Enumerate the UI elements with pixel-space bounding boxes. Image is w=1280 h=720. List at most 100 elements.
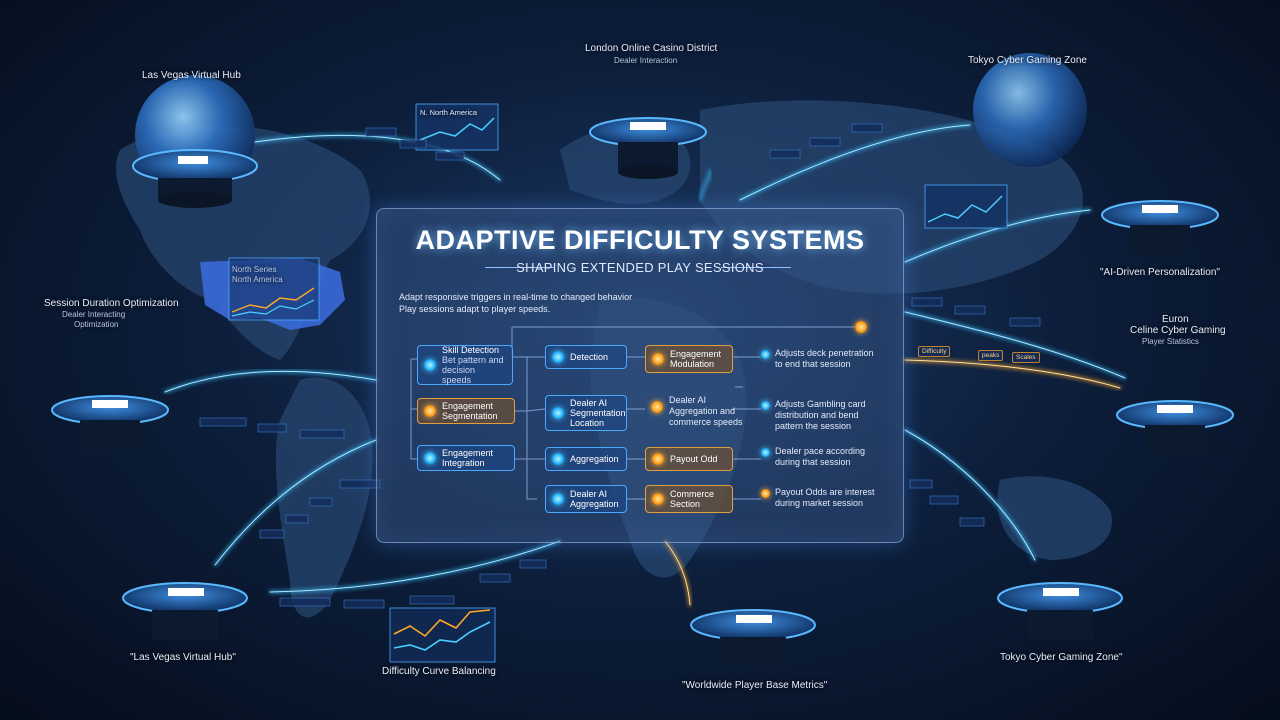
table-tokyo-top — [1101, 200, 1219, 255]
node-aggregation-text: Aggregation — [570, 454, 619, 464]
note-dot-icon — [761, 448, 770, 457]
node-aggregation: Aggregation — [545, 447, 627, 471]
tag-scales: Scales — [1012, 352, 1040, 363]
node-dot-icon — [552, 493, 564, 505]
text-line-0: Dealer pace according — [775, 446, 866, 456]
text-line-0: Dealer AI — [669, 395, 707, 405]
flow-end-node-icon — [855, 321, 867, 333]
node-dot-icon — [552, 407, 564, 419]
text-line-2: pattern the session — [775, 421, 852, 431]
node-dot-icon — [424, 359, 436, 371]
node-dot-icon — [424, 452, 436, 464]
text-line-0: Dealer AI — [570, 398, 608, 408]
text-line-1: during that session — [775, 457, 851, 467]
node-eng-int-line2: Integration — [442, 458, 485, 468]
center-panel: ADAPTIVE DIFFICULTY SYSTEMS SHAPING EXTE… — [376, 208, 904, 543]
text-line-1: Segmentation — [570, 408, 626, 418]
table-session — [51, 395, 169, 450]
node-dot-icon — [552, 453, 564, 465]
panel-description: Adapt responsive triggers in real-time t… — [399, 291, 699, 315]
map-label-usa-2: North America — [232, 275, 283, 284]
table-euro — [1116, 400, 1234, 455]
node-dot-icon — [651, 401, 663, 413]
table-las-vegas-bottom — [122, 582, 248, 640]
node-skill-line1: Skill Detection — [442, 345, 500, 355]
text-line-1: Section — [670, 499, 701, 509]
text-line-0: Engagement — [670, 349, 722, 359]
text-line-0: Payout Odd — [670, 454, 718, 464]
tag-peaks: peaks — [978, 350, 1004, 361]
description-line-1: Adapt responsive triggers in real-time t… — [399, 292, 633, 302]
node-eng-int-line1: Engagement — [442, 448, 494, 458]
subtitle-line-right — [721, 267, 791, 268]
table-las-vegas-top — [132, 149, 258, 208]
note-dot-icon — [761, 489, 770, 498]
node-dot-icon — [652, 453, 664, 465]
label-london-sub: Dealer Interaction — [614, 56, 678, 65]
table-tokyo-bottom — [997, 582, 1123, 640]
note-dot-icon — [761, 350, 770, 359]
panel-subtitle: SHAPING EXTENDED PLAY SESSIONS — [516, 260, 764, 275]
tag-difficulty: Difficulty — [918, 346, 951, 357]
label-tokyo-bottom: Tokyo Cyber Gaming Zone" — [1000, 652, 1123, 663]
label-tokyo-top: Tokyo Cyber Gaming Zone — [968, 55, 1087, 66]
note-dot-icon — [761, 401, 770, 410]
text-line-1: during market session — [775, 498, 864, 508]
text-line-0: Commerce — [670, 489, 715, 499]
node-dot-icon — [424, 405, 436, 417]
text-line-0: Adjusts Gambling card — [775, 399, 866, 409]
node-skill-line2: Bet pattern and — [442, 355, 504, 365]
text-line-0: Detection — [570, 352, 609, 362]
text-line-1: Aggregation and — [669, 406, 736, 416]
node-dot-icon — [552, 351, 564, 363]
node-detection: Detection — [545, 345, 627, 369]
node-skill-detection: Skill Detection Bet pattern and decision… — [417, 345, 513, 385]
text-line-2: Location — [570, 418, 605, 428]
text-line-0: Adjusts deck penetration — [775, 348, 874, 358]
flow-connectors — [410, 326, 855, 500]
label-las-vegas-bottom: "Las Vegas Virtual Hub" — [130, 652, 236, 663]
node-engagement-segmentation: Engagement Segmentation — [417, 398, 515, 424]
panel-title: ADAPTIVE DIFFICULTY SYSTEMS — [415, 225, 865, 255]
node-engagement-integration: Engagement Integration — [417, 445, 515, 471]
label-session: Session Duration Optimization — [44, 298, 179, 309]
description-line-2: Play sessions adapt to player speeds. — [399, 304, 551, 314]
subtitle-line-left — [485, 267, 555, 268]
label-session-sub1: Dealer Interacting — [62, 310, 126, 319]
label-las-vegas-top: Las Vegas Virtual Hub — [142, 70, 241, 81]
label-euro-3: Player Statistics — [1142, 337, 1199, 346]
map-label-north-america: N. North America — [420, 108, 478, 117]
text-line-1: Modulation — [670, 359, 715, 369]
label-difficulty-curve: Difficulty Curve Balancing — [382, 666, 496, 677]
node-detection-text: Detection — [570, 352, 608, 362]
label-london: London Online Casino District — [585, 43, 718, 54]
node-payout-odd: Payout Odd — [645, 447, 733, 471]
node-dot-icon — [652, 353, 664, 365]
map-label-usa-1: North Series — [232, 265, 277, 274]
table-worldwide — [690, 609, 816, 667]
node-eng-seg-line2: Segmentation — [442, 411, 498, 421]
text-line-0: Aggregation — [570, 454, 619, 464]
text-line-0: Dealer AI — [570, 489, 608, 499]
node-dot-icon — [652, 493, 664, 505]
text-line-2: commerce speeds — [669, 417, 743, 427]
text-line-0: Payout Odds are interest — [775, 487, 875, 497]
label-worldwide: "Worldwide Player Base Metrics" — [682, 680, 828, 691]
label-session-sub2: Optimization — [74, 320, 119, 329]
node-skill-line3: decision speeds — [442, 365, 476, 385]
node-eng-seg-line1: Engagement — [442, 401, 494, 411]
